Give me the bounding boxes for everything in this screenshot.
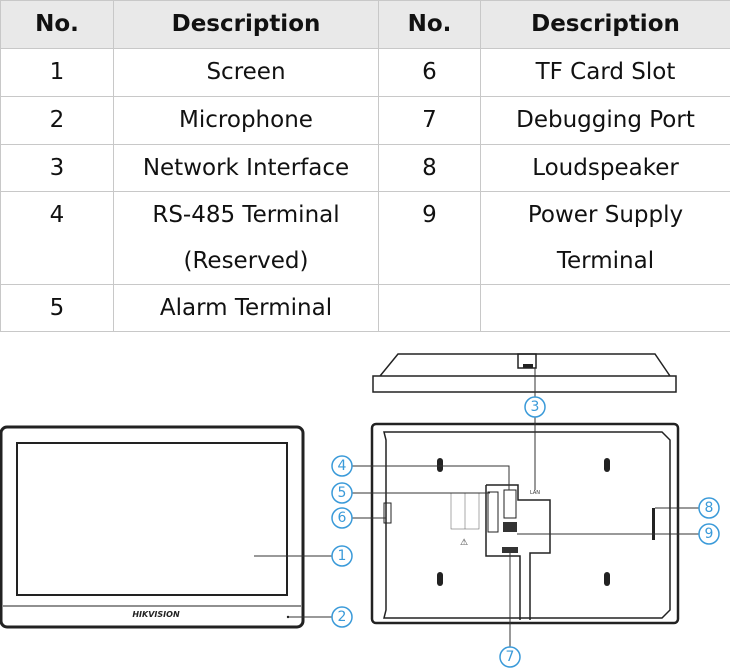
svg-text:7: 7 (506, 649, 515, 665)
callout-6: 6 (331, 507, 353, 529)
device-diagram: HIKVISION LAN ⚠ (0, 353, 720, 668)
table-row: 3 Network Interface 8 Loudspeaker (0, 144, 730, 192)
cell-description: Network Interface (113, 144, 379, 192)
callout-5: 5 (331, 482, 353, 504)
table-row: 5 Alarm Terminal (0, 284, 730, 332)
header-description: Description (480, 0, 730, 49)
callout-4: 4 (331, 455, 353, 477)
svg-text:4: 4 (338, 458, 347, 474)
cell-no: 7 (378, 96, 481, 145)
cell-description: Loudspeaker (480, 144, 730, 192)
table-header-row: No. Description No. Description (0, 0, 730, 49)
svg-text:1: 1 (338, 548, 347, 564)
svg-text:⚠: ⚠ (460, 538, 468, 548)
top-view (372, 353, 677, 393)
svg-text:2: 2 (338, 609, 347, 625)
callout-9: 9 (698, 523, 720, 545)
cell-no: 1 (0, 48, 114, 97)
cell-description: Debugging Port (480, 96, 730, 145)
callout-2: 2 (331, 606, 353, 628)
header-no: No. (378, 0, 481, 49)
cell-no: 2 (0, 96, 114, 145)
component-table: No. Description No. Description 1 Screen… (0, 0, 730, 332)
callout-8: 8 (698, 497, 720, 519)
cell-description (480, 284, 730, 332)
cell-no: 3 (0, 144, 114, 192)
svg-text:3: 3 (531, 399, 540, 415)
cell-description: Power Supply Terminal (480, 191, 730, 285)
table-row: 4 RS-485 Terminal (Reserved) 9 Power Sup… (0, 191, 730, 285)
back-view: LAN ⚠ (370, 422, 680, 625)
svg-text:5: 5 (338, 485, 347, 501)
svg-text:8: 8 (705, 500, 714, 516)
cell-description: RS-485 Terminal (Reserved) (113, 191, 379, 285)
cell-description: Alarm Terminal (113, 284, 379, 332)
cell-no: 5 (0, 284, 114, 332)
header-no: No. (0, 0, 114, 49)
header-description: Description (113, 0, 379, 49)
cell-description: Screen (113, 48, 379, 97)
svg-text:9: 9 (705, 526, 714, 542)
cell-no: 6 (378, 48, 481, 97)
cell-no: 9 (378, 191, 481, 285)
callout-7: 7 (499, 646, 521, 668)
cell-description: TF Card Slot (480, 48, 730, 97)
front-view: HIKVISION (0, 425, 305, 629)
table-row: 2 Microphone 7 Debugging Port (0, 96, 730, 145)
lan-label: LAN (530, 490, 540, 496)
callout-3: 3 (524, 396, 546, 418)
svg-text:6: 6 (338, 510, 347, 526)
cell-no: 4 (0, 191, 114, 285)
cell-description: Microphone (113, 96, 379, 145)
leader-lines (254, 368, 699, 647)
callout-1: 1 (331, 545, 353, 567)
cell-no: 8 (378, 144, 481, 192)
brand-logo: HIKVISION (132, 610, 180, 619)
table-row: 1 Screen 6 TF Card Slot (0, 48, 730, 97)
cell-no (378, 284, 481, 332)
